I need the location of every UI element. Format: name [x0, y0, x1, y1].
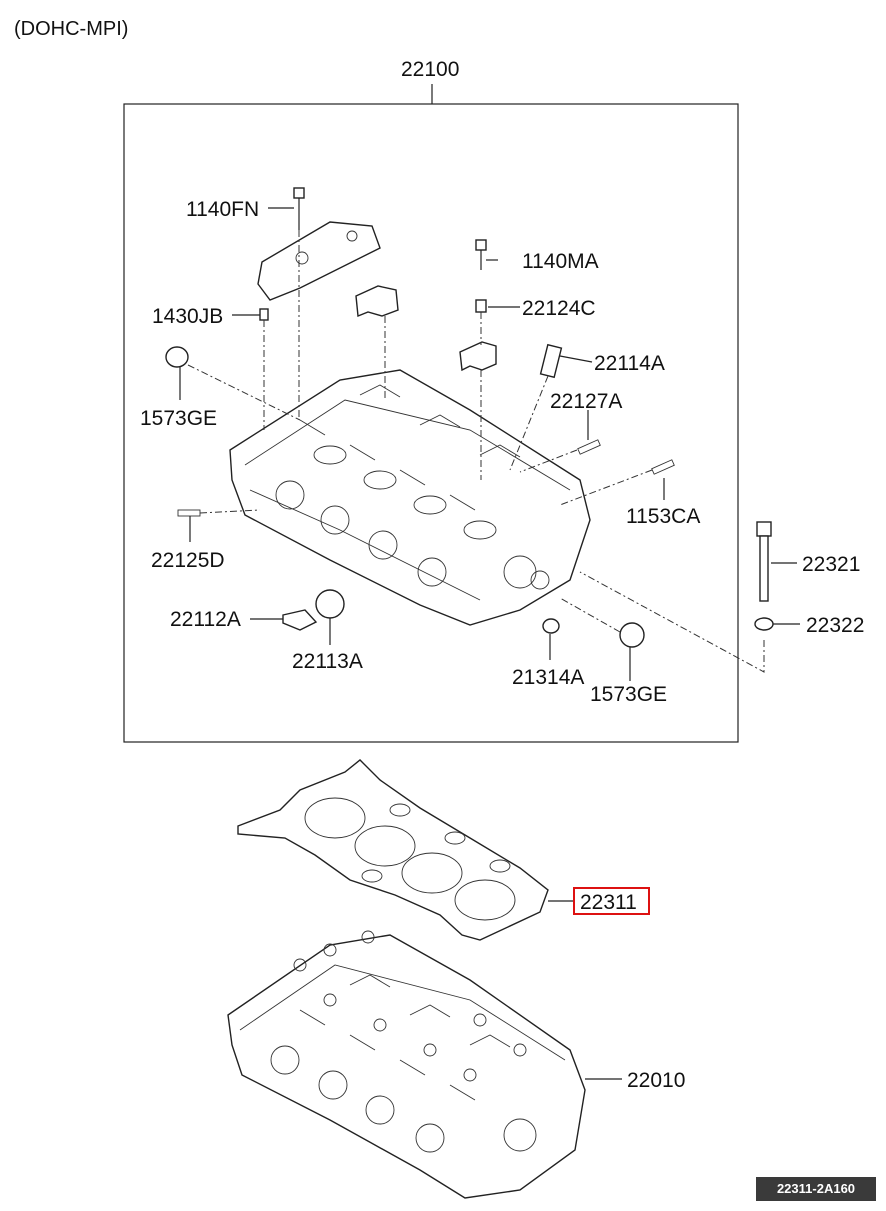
- label-head-bolt[interactable]: 22321: [802, 553, 860, 576]
- label-plug-left[interactable]: 1573GE: [140, 407, 217, 430]
- label-dowel[interactable]: 1430JB: [152, 305, 223, 328]
- cam-cap-mid: [355, 285, 399, 317]
- label-seal-round[interactable]: 21314A: [512, 666, 584, 689]
- washer-part: [754, 617, 774, 631]
- label-bolt-cap[interactable]: 1140FN: [186, 198, 259, 221]
- label-bushing[interactable]: 22124C: [522, 297, 596, 320]
- label-tube[interactable]: 22114A: [594, 352, 665, 375]
- bolt-small-part: [475, 239, 487, 270]
- label-stud-a[interactable]: 22127A: [550, 390, 622, 413]
- label-seal-small[interactable]: 22112A: [170, 608, 241, 631]
- label-washer[interactable]: 22322: [806, 614, 864, 637]
- label-assembly[interactable]: 22100: [401, 58, 459, 81]
- bolt-cap-part: [293, 187, 305, 230]
- ring-part: [315, 589, 345, 619]
- bushing-part: [475, 299, 487, 313]
- part-number-badge: 22311-2A160: [756, 1177, 876, 1201]
- label-plug-right[interactable]: 1573GE: [590, 683, 667, 706]
- cylinder-head-drawing: [229, 369, 591, 626]
- leader-lines: [179, 207, 800, 681]
- label-head-complete[interactable]: 22010: [627, 1069, 685, 1092]
- seal-round-part: [542, 618, 560, 634]
- head-gasket-drawing: [237, 759, 549, 941]
- label-bolt-small[interactable]: 1140MA: [522, 250, 599, 273]
- label-stud-right[interactable]: 1153CA: [626, 505, 700, 528]
- gasket-highlight-box: [573, 887, 650, 915]
- assembly-lines: [187, 230, 765, 673]
- dowel-part: [259, 308, 269, 321]
- seal-small-part: [282, 609, 318, 631]
- cam-cap-right: [459, 341, 497, 372]
- cam-cap-front: [257, 221, 381, 301]
- plug-left-part: [165, 346, 189, 368]
- label-stud-left[interactable]: 22125D: [151, 549, 225, 572]
- label-ring[interactable]: 22113A: [292, 650, 363, 673]
- head-bolt-part: [756, 521, 772, 602]
- assembly-frame: [123, 103, 739, 743]
- engine-type-label: (DOHC-MPI): [14, 18, 128, 40]
- complete-head-drawing: [227, 930, 586, 1199]
- tube-part: [539, 343, 563, 379]
- plug-right-part: [619, 622, 645, 648]
- label-gasket[interactable]: 22311: [580, 891, 637, 914]
